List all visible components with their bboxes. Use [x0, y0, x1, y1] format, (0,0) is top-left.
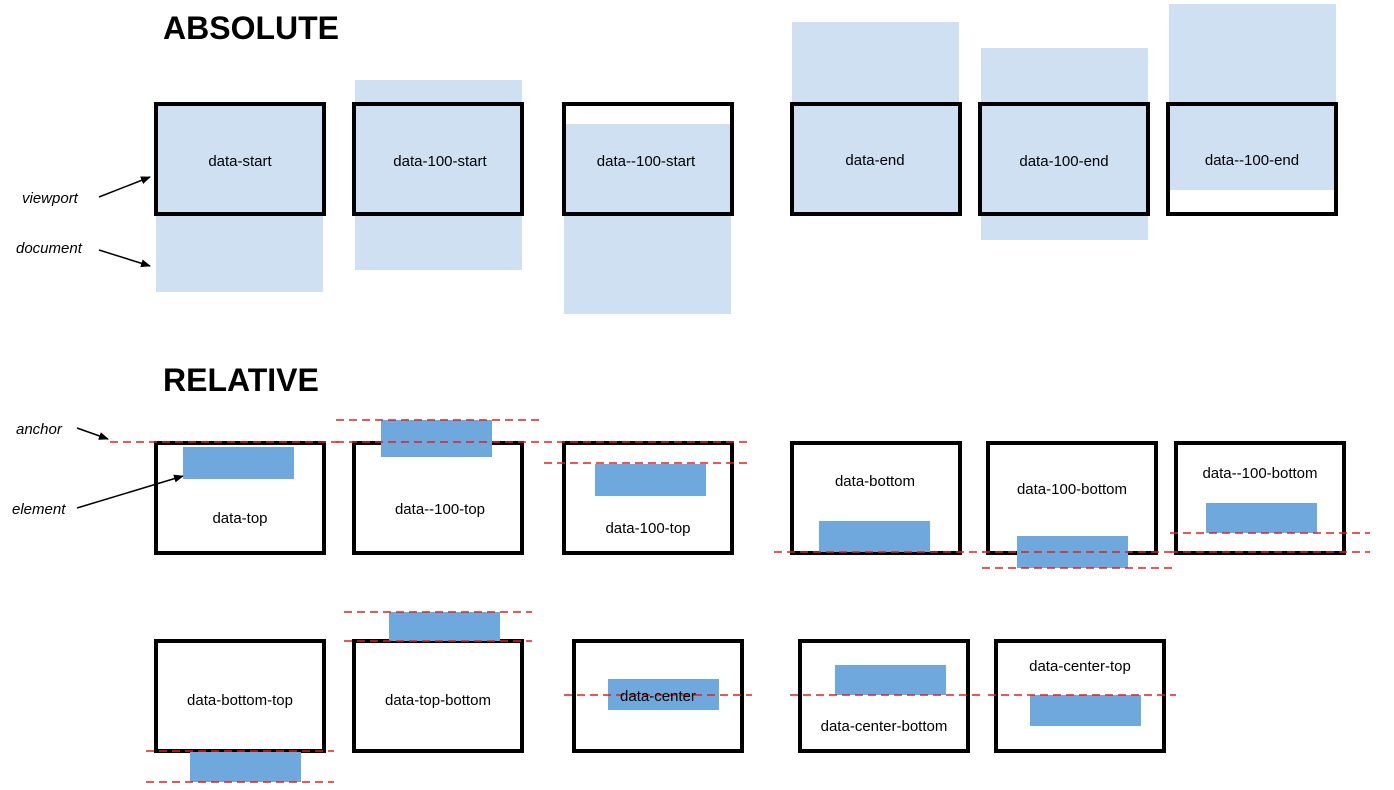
element-block [190, 752, 301, 782]
viewport-frame [994, 639, 1166, 753]
relative-box-data-center-top: data-center-top [988, 639, 1176, 753]
absolute-box-data--100-end: data--100-end [1166, 4, 1338, 216]
element-block [819, 521, 930, 552]
relative-box-data-100-top: data-100-top [544, 441, 752, 555]
box-label: data-end [845, 152, 904, 169]
relative-box-data-bottom-top: data-bottom-top [146, 639, 334, 783]
element-block [389, 612, 500, 641]
box-label: data-bottom [835, 473, 915, 490]
document-pointer-arrow [98, 249, 151, 268]
anchor-legend-label: anchor [16, 421, 63, 438]
viewport-frame [562, 102, 734, 216]
relative-section-title: RELATIVE [163, 362, 319, 398]
viewport-frame [352, 441, 524, 555]
document-area [792, 22, 959, 214]
box-label: data-100-start [393, 153, 487, 170]
relative-box-data--100-bottom: data--100-bottom [1170, 441, 1370, 555]
viewport-frame [154, 102, 326, 216]
element-block [1017, 536, 1128, 568]
relative-box-data-center-bottom: data-center-bottom [790, 639, 982, 753]
box-label: data-100-end [1019, 153, 1108, 170]
box-label: data-top-bottom [385, 692, 491, 709]
box-label: data-center-top [1029, 658, 1131, 675]
box-label: data-center-bottom [821, 718, 948, 735]
viewport-frame [790, 441, 962, 555]
document-area [156, 104, 323, 292]
absolute-box-data-100-end: data-100-end [978, 48, 1150, 240]
anchor-pointer-arrow [76, 427, 109, 440]
box-label: data-bottom-top [187, 692, 293, 709]
viewport-pointer-arrow [98, 176, 151, 198]
element-block [595, 464, 706, 496]
viewport-frame [978, 102, 1150, 216]
viewport-frame [1166, 102, 1338, 216]
element-block [835, 665, 946, 695]
viewport-frame [790, 102, 962, 216]
absolute-box-data-start: data-start [154, 102, 326, 292]
absolute-box-data-100-start: data-100-start [352, 80, 524, 270]
box-label: data-top [212, 510, 267, 527]
absolute-box-data-end: data-end [790, 22, 962, 216]
viewport-frame [562, 441, 734, 555]
document-area [1169, 4, 1336, 190]
element-block [381, 420, 492, 457]
relative-box-data-bottom: data-bottom [774, 441, 984, 555]
document-area [564, 124, 731, 314]
element-block [1206, 503, 1317, 533]
document-legend-label: document [16, 240, 83, 257]
box-label: data--100-start [597, 153, 696, 170]
viewport-frame [154, 441, 326, 555]
box-label: data-100-bottom [1017, 481, 1127, 498]
document-area [355, 80, 522, 270]
box-label: data--100-top [395, 501, 485, 518]
box-label: data--100-end [1205, 152, 1299, 169]
viewport-frame [1174, 441, 1346, 555]
document-area [981, 48, 1148, 240]
absolute-box-data--100-start: data--100-start [562, 102, 734, 314]
absolute-section-title: ABSOLUTE [163, 10, 339, 46]
element-block [183, 447, 294, 479]
element-legend-label: element [12, 501, 66, 518]
relative-box-data--100-top: data--100-top [336, 419, 542, 555]
box-label: data-center [620, 688, 696, 705]
box-label: data-100-top [605, 520, 690, 537]
element-block [1030, 695, 1141, 726]
viewport-frame [572, 639, 744, 753]
relative-box-data-center: data-center [564, 639, 752, 753]
viewport-frame [798, 639, 970, 753]
relative-box-data-100-bottom: data-100-bottom [982, 441, 1172, 569]
element-pointer-arrow [76, 474, 184, 509]
viewport-legend-label: viewport [22, 190, 79, 207]
viewport-frame [352, 102, 524, 216]
relative-box-data-top: data-top [110, 441, 340, 555]
relative-box-data-top-bottom: data-top-bottom [344, 611, 532, 753]
box-label: data-start [208, 153, 272, 170]
box-label: data--100-bottom [1202, 465, 1317, 482]
